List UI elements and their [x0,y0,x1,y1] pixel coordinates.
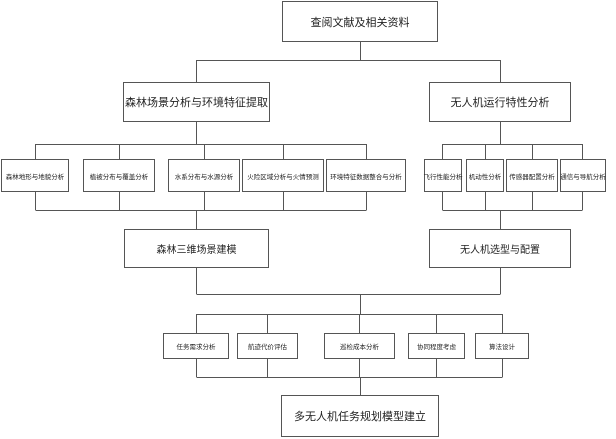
forest-analysis-node: 森林场景分析与环境特征提取 [123,82,270,122]
forest-item-node: 水系分布与水源分析 [168,159,240,192]
uav-item-node: 通信与导航分析 [560,159,606,192]
forest-item-node: 植被分布与覆盖分析 [83,159,155,192]
planning-factor-label: 航迹代价评估 [248,343,287,351]
forest-item-label: 火险区域分析与火情预测 [247,172,319,181]
planning-factor-label: 任务需求分析 [176,343,216,351]
forest-item-label: 环境特征数据整合与分析 [330,172,402,181]
planning-factor-label: 协同程度考虑 [417,343,456,351]
forest-model-label: 森林三维场景建模 [156,245,237,256]
forest-item-label: 植被分布与覆盖分析 [89,172,149,181]
uav-selection-label: 无人机选型与配置 [460,245,540,256]
forest-item-node: 森林地形与地貌分析 [1,159,69,192]
final-model-label: 多无人机任务规划模型建立 [294,410,426,423]
forest-model-node: 森林三维场景建模 [124,229,269,268]
planning-factor-node: 算法设计 [475,333,529,359]
forest-item-node: 环境特征数据整合与分析 [326,159,406,192]
top-node-label: 查阅文献及相关资料 [310,15,410,29]
forest-analysis-label: 森林场景分析与环境特征提取 [125,96,268,109]
forest-item-label: 水系分布与水源分析 [174,172,234,181]
planning-factor-node: 协同程度考虑 [408,333,465,359]
uav-analysis-label: 无人机运行特性分析 [450,96,550,109]
uav-item-node: 传感器配置分析 [506,159,558,192]
planning-factor-node: 巡检成本分析 [324,333,395,359]
planning-factor-label: 算法设计 [489,343,515,351]
forest-item-node: 火险区域分析与火情预测 [242,159,324,192]
uav-item-label: 通信与导航分析 [560,172,606,181]
planning-factor-label: 巡检成本分析 [340,343,379,351]
uav-item-label: 飞行性能分析 [423,172,463,181]
planning-factor-node: 航迹代价评估 [237,333,298,359]
uav-selection-node: 无人机选型与配置 [429,229,571,268]
uav-item-label: 机动性分析 [468,172,502,181]
top-node: 查阅文献及相关资料 [282,1,438,42]
planning-factor-node: 任务需求分析 [163,333,229,359]
uav-item-node: 飞行性能分析 [423,159,463,192]
forest-item-label: 森林地形与地貌分析 [5,172,65,181]
uav-item-node: 机动性分析 [466,159,504,192]
uav-item-label: 传感器配置分析 [509,172,555,181]
uav-analysis-node: 无人机运行特性分析 [429,82,571,122]
final-model-node: 多无人机任务规划模型建立 [281,395,439,437]
